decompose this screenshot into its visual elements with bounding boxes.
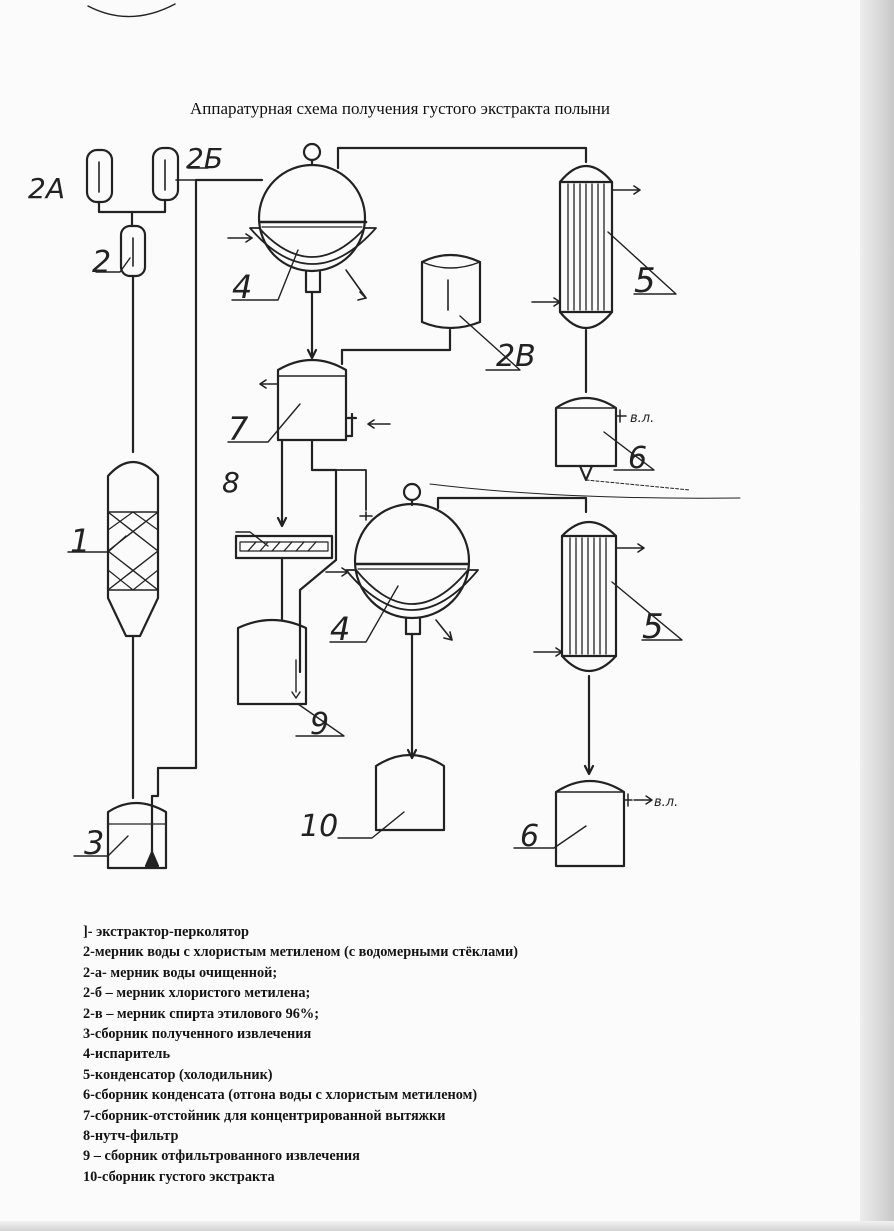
label-vl-top: в.л.: [630, 411, 654, 426]
pipe-7-to-8: [276, 438, 288, 528]
legend-item: 2-а- мерник воды очищенной;: [83, 964, 278, 981]
pipe-5-to-6-bottom: [583, 674, 595, 776]
pipe-2a-2b-to-2: [97, 198, 167, 228]
extractor-percolator-1: [106, 461, 160, 638]
page-title: Аппаратурная схема получения густого экс…: [190, 99, 610, 118]
legend-item: 2-в – мерник спирта этилового 96%;: [83, 1005, 319, 1022]
label-8: 8: [222, 466, 240, 499]
measuring-tank-2b: [151, 146, 180, 202]
label-5-bottom: 5: [642, 607, 664, 647]
label-leader-lines: [67, 167, 683, 857]
label-6-top: 6: [628, 441, 647, 476]
evaporator-4-bottom: [325, 482, 479, 641]
label-7: 7: [228, 410, 249, 448]
legend-item: 6-сборник конденсата (отгона воды с хлор…: [83, 1087, 478, 1104]
legend-item: 7-сборник-отстойник для концентрированно…: [83, 1107, 446, 1124]
pipe-4-to-7: [306, 290, 318, 360]
collector-3: [106, 802, 168, 870]
collector-6-top: [554, 397, 691, 491]
collector-9: [236, 618, 308, 706]
legend-item: 8-нутч-фильтр: [83, 1128, 179, 1145]
label-5-top: 5: [634, 261, 656, 301]
measuring-tank-2: [119, 224, 147, 278]
legend-list: ]- экстрактор-перколятор 2-мерник воды с…: [83, 922, 518, 1187]
label-10: 10: [300, 809, 338, 844]
legend-item: 3-сборник полученного извлечения: [83, 1026, 312, 1043]
legend-item: 4-испаритель: [83, 1046, 171, 1063]
pipe-evaporator-to-condenser: [336, 146, 588, 170]
label-9: 9: [310, 707, 329, 742]
legend-item: 9 – сборник отфильтрованного извлечения: [83, 1148, 360, 1165]
collector-6-bottom: [554, 780, 653, 868]
scan-shadow-edge: [860, 0, 894, 1231]
label-2: 2: [92, 245, 111, 280]
settler-7: [259, 359, 391, 442]
measuring-tank-2a: [85, 148, 114, 204]
label-2a: 2А: [28, 172, 65, 205]
label-2b: 2Б: [186, 142, 223, 175]
pipe-7-to-evaporator-bottom: [298, 438, 338, 674]
legend-item: ]- экстрактор-перколятор: [83, 924, 249, 940]
label-1: 1: [70, 522, 90, 560]
scan-artifact-arc: [87, 3, 176, 18]
legend-item: 2-б – мерник хлористого метилена;: [83, 985, 311, 1002]
condenser-5-bottom: [533, 521, 645, 672]
label-2v: 2В: [496, 339, 536, 374]
measuring-tank-2v: [420, 253, 482, 330]
pipe-evaporator-bottom-to-condenser: [436, 496, 588, 514]
nutsch-filter-8: [234, 534, 334, 560]
vapour-line: [429, 483, 741, 499]
label-4-bottom: 4: [330, 610, 350, 648]
condenser-5-top: [531, 165, 641, 329]
legend-item: 10-сборник густого экстракта: [83, 1168, 275, 1185]
process-flow-diagram: 2А 2Б 2 1 3 4 4 5 5 6 6 7 8 9 10 2В в.л.…: [28, 3, 741, 870]
label-3: 3: [84, 824, 104, 862]
scan-bottom-edge: [0, 1221, 894, 1231]
legend-item: 2-мерник воды с хлористым метиленом (с в…: [83, 944, 518, 961]
legend-item: 5-конденсатор (холодильник): [83, 1066, 273, 1083]
label-4-top: 4: [232, 268, 252, 306]
collector-10: [374, 754, 446, 832]
pipe-2v-to-7: [340, 328, 452, 366]
label-vl-bottom: в.л.: [654, 795, 678, 810]
label-6-bottom: 6: [520, 819, 539, 854]
